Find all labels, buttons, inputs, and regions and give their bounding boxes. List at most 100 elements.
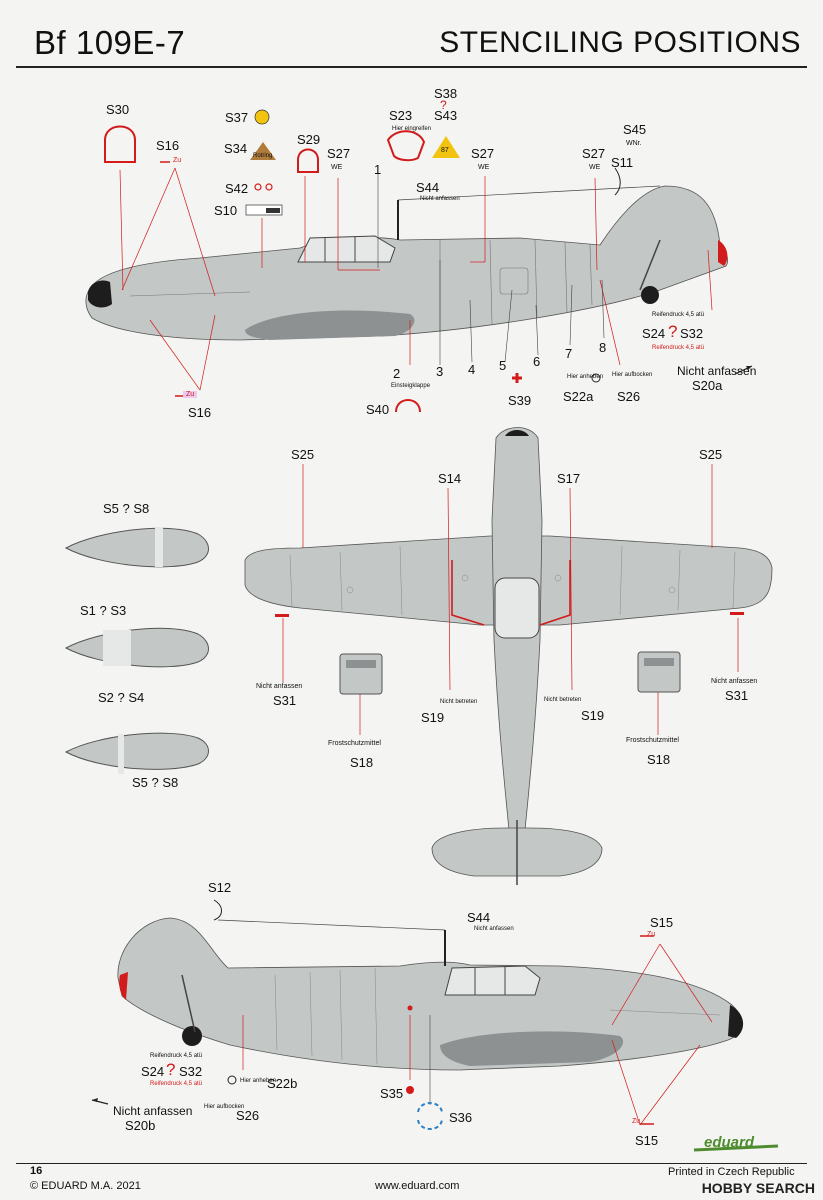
label-s35: S35: [380, 1086, 404, 1101]
label-s16-marker-a: Zu: [173, 157, 182, 164]
top-canopy: [494, 577, 540, 639]
airfoil-sections: [64, 527, 209, 774]
label-s19-text-left: Nicht betreten: [440, 699, 478, 705]
label-s27-c: S27: [582, 146, 606, 161]
callout-3: 3: [436, 364, 444, 379]
port-profile-view: [85, 109, 753, 413]
hobby-search-watermark: HOBBY SEARCH: [701, 1180, 815, 1196]
label-s16-top: S16: [156, 138, 180, 153]
label-s37: S37: [225, 110, 249, 125]
s34-triangle: [250, 142, 276, 160]
label-s12: S12: [208, 880, 232, 895]
s42-circle-b: [265, 183, 273, 191]
label-s43-badge: 87: [441, 147, 449, 154]
s35-red-dot: [406, 1086, 414, 1094]
port-wing-root: [245, 310, 415, 340]
label-s32-small-b: Reifendruck 4,5 atü: [150, 1081, 203, 1087]
label-s5-s8-top: S5 ? S8: [103, 501, 150, 516]
copyright: © EDUARD M.A. 2021: [30, 1180, 141, 1192]
footer-divider: [16, 1163, 807, 1164]
s43-triangle: [432, 136, 460, 158]
label-s44-text-bottom: Nicht anfassen: [474, 926, 514, 932]
callout-8: 8: [599, 340, 607, 355]
label-s20b: S20b: [125, 1118, 156, 1133]
label-s31-text-right: Nicht anfassen: [711, 678, 758, 685]
starboard-rudder-red: [119, 972, 128, 1000]
port-spinner: [88, 280, 112, 308]
s22a-circle: [591, 373, 601, 383]
label-s44-top: S44: [416, 180, 440, 195]
eduard-logo: eduard: [690, 1132, 782, 1154]
label-s17: S17: [557, 471, 581, 486]
website-link[interactable]: www.eduard.com: [375, 1180, 460, 1192]
label-s18-right: S18: [647, 752, 671, 767]
label-s26-a: S26: [617, 389, 641, 404]
port-rudder-red: [718, 240, 728, 266]
port-canopy: [297, 235, 396, 263]
top-walkway-right: [539, 560, 571, 626]
label-s31-right: S31: [725, 688, 749, 703]
label-s14: S14: [438, 471, 462, 486]
label-s24-b: S24: [141, 1064, 165, 1079]
label-s26-b: S26: [236, 1108, 260, 1123]
starboard-tailwheel: [182, 1026, 202, 1046]
label-s32-a: S32: [680, 326, 704, 341]
callout-7: 7: [565, 346, 573, 361]
label-s10: S10: [214, 203, 238, 218]
label-s24-q-b: ?: [166, 1060, 176, 1079]
label-s25-right: S25: [699, 447, 723, 462]
s37-yellow-dot: [254, 109, 270, 125]
label-s38: S38: [434, 86, 458, 101]
callout-5: 5: [499, 358, 507, 373]
s29-shape: [297, 148, 319, 173]
label-s44-text-top: Nicht anfassen: [420, 196, 460, 202]
label-s31-left: S31: [273, 693, 297, 708]
label-s31-text-left: Nicht anfassen: [256, 683, 303, 690]
label-we-b: WE: [478, 164, 490, 171]
label-s25-left: S25: [291, 447, 315, 462]
label-s43: S43: [434, 108, 458, 123]
s42-circle-a: [254, 183, 262, 191]
eduard-logo-text: eduard: [704, 1134, 755, 1151]
starboard-canopy: [444, 965, 541, 996]
starboard-wing-root: [440, 1031, 624, 1066]
port-tailwheel: [641, 286, 659, 304]
header-divider: [16, 66, 807, 68]
label-s40: S40: [366, 402, 390, 417]
starboard-spinner: [728, 1005, 744, 1038]
label-s22b-text: Hier anheben: [240, 1078, 277, 1084]
label-s16-bottom: S16: [188, 405, 212, 420]
label-s24-small-a: Reifendruck 4,5 atü: [652, 312, 705, 318]
label-s39: S39: [508, 393, 532, 408]
label-s26a-text: Hier aufbocken: [612, 372, 653, 378]
label-s26b-text: Hier aufbocken: [204, 1104, 245, 1110]
starboard-profile-view: [91, 161, 744, 1130]
callout-2: 2: [393, 366, 401, 381]
top-walkway-left: [451, 560, 485, 626]
label-s42: S42: [225, 181, 249, 196]
label-s22a: S22a: [563, 389, 594, 404]
label-s18-text-left: Frostschutzmittel: [328, 740, 381, 747]
top-view: [244, 427, 773, 885]
label-s34: S34: [224, 141, 248, 156]
label-s15-marker-a: Zu: [647, 931, 656, 938]
s23-handle: [386, 130, 426, 162]
label-s19-left: S19: [421, 710, 445, 725]
label-we-c: WE: [589, 164, 601, 171]
label-s45: S45: [623, 122, 647, 137]
label-s38-q: ?: [440, 98, 447, 112]
label-s45-text: WNr.: [626, 140, 642, 147]
label-s18-text-right: Frostschutzmittel: [626, 737, 679, 744]
label-s24-a: S24: [642, 326, 666, 341]
label-s27-a: S27: [327, 146, 351, 161]
label-s36: S36: [449, 1110, 473, 1125]
label-s22a-text: Hier anheben: [567, 374, 604, 380]
s36-ring: [417, 1102, 443, 1113]
label-s23-text: Hier eingreifen: [392, 126, 432, 132]
label-s2-s4: S2 ? S4: [98, 690, 145, 705]
label-s20b-text: Nicht anfassen: [113, 1104, 193, 1118]
top-spinner: [505, 430, 529, 436]
label-s27-b: S27: [471, 146, 495, 161]
label-s15-top: S15: [650, 915, 674, 930]
label-s23: S23: [389, 108, 413, 123]
